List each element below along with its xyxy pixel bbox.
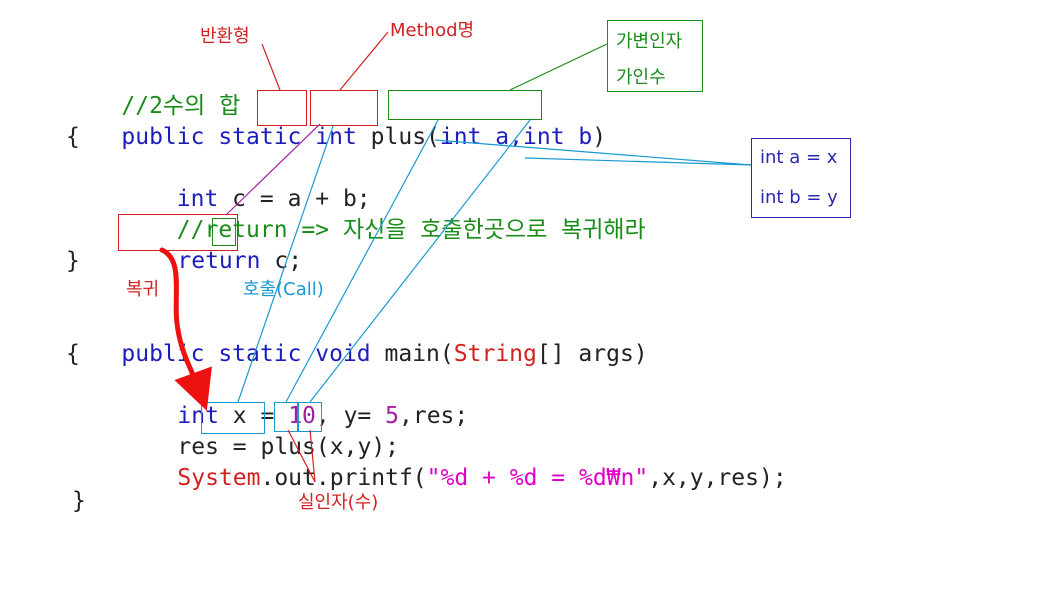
- return-type-box: [257, 90, 307, 126]
- actual-args-leader-x: [287, 429, 316, 483]
- return-to-name-line: [225, 123, 321, 216]
- vars-y: , y=: [315, 403, 386, 429]
- return-statement: return c;: [122, 215, 302, 274]
- brace-close-1: }: [66, 246, 80, 277]
- mapping-leader-b: [524, 157, 752, 166]
- method-name-label: Method명: [390, 20, 475, 41]
- return-keyword: return: [177, 248, 261, 274]
- call-line-plus: [237, 125, 334, 403]
- print-format-string: "%d + %d = %d₩n": [426, 465, 649, 491]
- formal-params-label-1: 가변인자: [616, 31, 683, 52]
- main-string-type: String: [453, 341, 537, 367]
- print-system: System: [177, 465, 261, 491]
- call-close: );: [371, 434, 400, 460]
- call-comma: ,: [343, 434, 358, 460]
- call-x-box: [274, 402, 298, 432]
- call-x: x: [329, 434, 344, 460]
- main-name: main(: [384, 341, 454, 367]
- main-public: public: [121, 341, 219, 367]
- mapping-b-y: int b = y: [760, 187, 838, 208]
- sig-params: int a,int b: [439, 124, 593, 150]
- formal-params-leader: [509, 43, 608, 91]
- decl-int: int: [176, 186, 219, 212]
- main-static: static: [218, 341, 316, 367]
- call-plus: plus: [260, 434, 316, 460]
- return-label: 복귀: [126, 279, 160, 300]
- method-name-leader: [339, 31, 389, 91]
- comment-sum-of-two: //2수의 합: [66, 60, 240, 119]
- brace-close-2: }: [72, 486, 86, 517]
- call-line-y: [309, 119, 531, 403]
- print-line: System.out.printf("%d + %d = %d₩n",x,y,r…: [122, 432, 786, 491]
- sig-paren-open: (: [426, 124, 440, 150]
- sig-modifiers: public static: [121, 124, 316, 150]
- formal-params-note: 가변인자 가인수: [607, 20, 703, 92]
- brace-close-text: }: [72, 488, 86, 514]
- return-c-box: [212, 218, 236, 246]
- return-type-label: 반환형: [200, 26, 250, 47]
- call-y: y: [357, 434, 372, 460]
- call-line-x: [285, 119, 439, 403]
- call-res: res =: [177, 434, 261, 460]
- sig-method-name: plus: [370, 124, 427, 150]
- call-paren: (: [315, 434, 330, 460]
- actual-args-label: 실인자(수): [298, 492, 379, 513]
- main-rest: [] args): [536, 341, 648, 367]
- main-void: void: [315, 341, 385, 367]
- mapping-a-x: int a = x: [760, 147, 838, 168]
- brace-open-1: {: [66, 122, 80, 153]
- sig-return-type: int: [315, 124, 357, 150]
- params-box: [388, 90, 542, 120]
- comment-text: //2수의 합: [121, 93, 241, 119]
- vars-res: ,res;: [399, 403, 469, 429]
- return-statement-box: [118, 214, 238, 251]
- param-mapping-note: int a = x int b = y: [751, 138, 851, 218]
- sig-paren-close: ): [592, 124, 607, 150]
- call-plus-box: [201, 402, 265, 434]
- print-end: ,x,y,res);: [648, 465, 787, 491]
- main-signature: public static void main(String[] args): [66, 308, 647, 367]
- vars-x: x =: [218, 403, 289, 429]
- brace-close-text: }: [66, 248, 80, 274]
- formal-params-label-2: 가인수: [616, 67, 666, 88]
- brace-open-text: {: [66, 124, 80, 150]
- brace-open-text: {: [66, 341, 80, 367]
- brace-open-2: {: [66, 339, 80, 370]
- return-arrow: [159, 247, 212, 411]
- call-line: res = plus(x,y);: [122, 401, 399, 460]
- vars-5: 5: [385, 403, 399, 429]
- comment-return-text: //return => 자신을 호출한곳으로 복귀해라: [121, 217, 646, 243]
- return-type-leader: [261, 43, 281, 91]
- method-name-box: [310, 90, 378, 126]
- call-label: 호출(Call): [243, 279, 324, 300]
- print-mid: .out.printf(: [260, 465, 427, 491]
- vars-10: 10: [288, 403, 316, 429]
- return-semicolon: ;: [288, 248, 303, 274]
- mapping-leader-a: [434, 139, 752, 166]
- actual-args-leader-y: [309, 429, 316, 483]
- code-listing: //2수의 합 public static int plus(int a,int…: [0, 0, 787, 514]
- method-signature: public static int plus(int a,int b): [66, 91, 606, 150]
- comment-return: //return => 자신을 호출한곳으로 복귀해라: [66, 184, 646, 243]
